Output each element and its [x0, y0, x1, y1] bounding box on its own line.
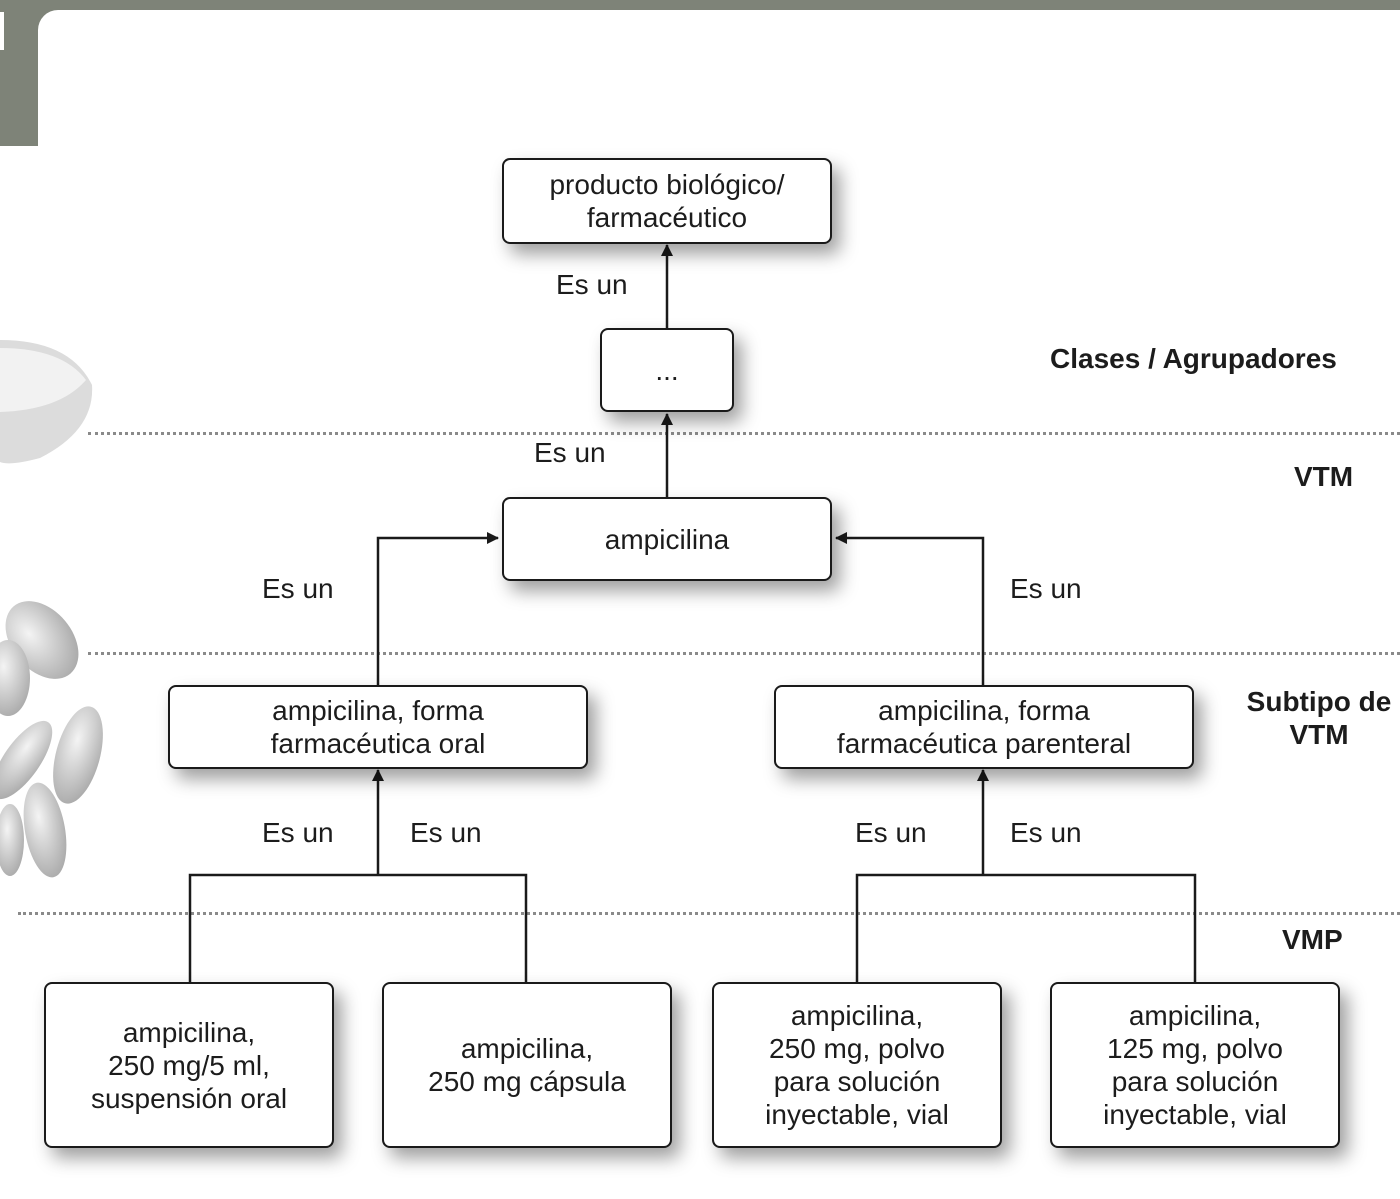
edge-parenteral-ampicilina: [835, 532, 985, 685]
edge-label: Es un: [1010, 817, 1082, 848]
edge-label: Es un: [855, 817, 927, 848]
node-forma-parenteral: ampicilina, forma farmacéutica parentera…: [774, 685, 1194, 769]
level-label-vmp: VMP: [1282, 924, 1343, 955]
separator-subtipo-vmp: [18, 912, 1400, 915]
edge-label: Es un: [556, 269, 628, 300]
node-capsula: ampicilina, 250 mg cápsula: [382, 982, 672, 1148]
edge-oral-ampicilina: [376, 532, 499, 685]
corner-mark: [0, 12, 4, 50]
node-forma-oral: ampicilina, forma farmacéutica oral: [168, 685, 588, 769]
node-producto-biologico: producto biológico/ farmacéutico: [502, 158, 832, 244]
level-label-subtipo: Subtipo de VTM: [1246, 686, 1392, 750]
level-label-vtm: VTM: [1294, 461, 1354, 492]
node-vial-125: ampicilina, 125 mg, polvo para solución …: [1050, 982, 1340, 1148]
node-ampicilina: ampicilina: [502, 497, 832, 581]
node-vial-250: ampicilina, 250 mg, polvo para solución …: [712, 982, 1002, 1148]
separator-vtm-subtipo: [88, 652, 1400, 655]
node-suspension-oral: ampicilina, 250 mg/5 ml, suspensión oral: [44, 982, 334, 1148]
separator-clases-vtm: [88, 432, 1400, 435]
pills-photo: [0, 340, 103, 878]
edge-parenteral-bracket: [855, 873, 1197, 982]
node-ellipsis: ...: [600, 328, 734, 412]
edge-oral-bracket: [188, 873, 528, 982]
edge-label: Es un: [262, 573, 334, 604]
edge-label: Es un: [534, 437, 606, 468]
edge-label: Es un: [410, 817, 482, 848]
edge-label: Es un: [1010, 573, 1082, 604]
level-label-clases: Clases / Agrupadores: [1050, 343, 1337, 374]
edge-label: Es un: [262, 817, 334, 848]
